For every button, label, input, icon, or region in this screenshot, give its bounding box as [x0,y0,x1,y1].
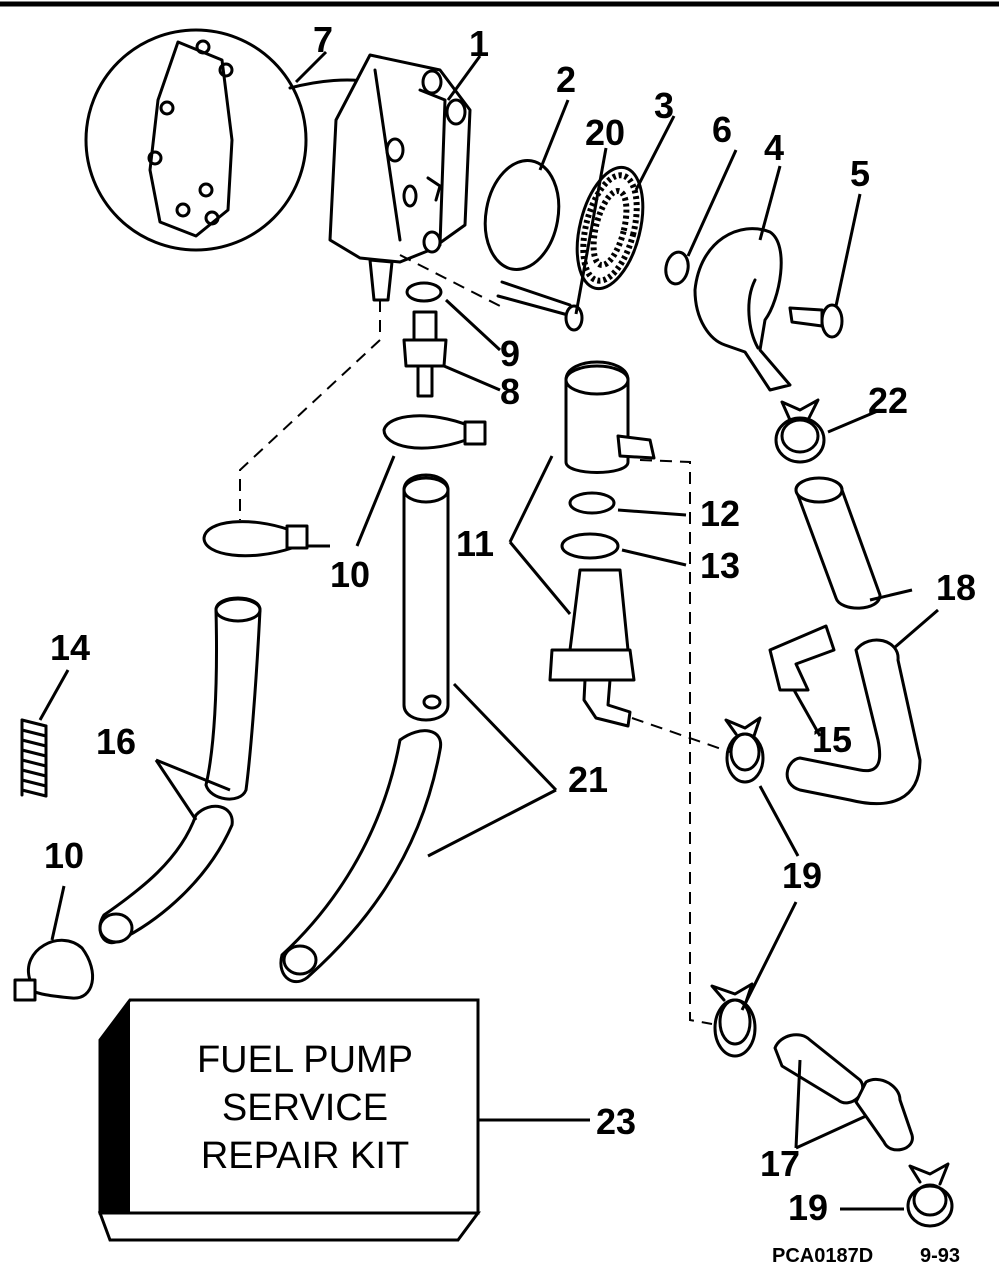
part-17-hose-pieces [773,1033,914,1152]
part-11-filter-assembly [548,360,656,728]
callout-21: 21 [568,759,609,800]
callout-3: 3 [654,85,675,126]
callout-6: 6 [712,109,733,150]
callout-15: 15 [812,719,853,760]
part-15-bracket [768,624,836,692]
part-4-cover [693,227,792,392]
part-10-clamp-bottom-left [13,938,94,1002]
part-19-clamp-lower [710,982,757,1058]
callout-1: 1 [469,23,490,64]
callout-19-lower: 19 [788,1187,829,1228]
callout-23: 23 [596,1101,637,1142]
part-22-clamp [774,398,826,464]
part-12-o-ring [568,491,616,515]
part-7-gasket-inset [84,28,308,252]
callout-19-upper: 19 [782,855,823,896]
callout-leader-lines [38,50,939,1211]
part-20-screw [496,280,584,332]
part-6-small-o-ring [664,250,690,286]
part-14-spring [20,718,48,798]
callout-18: 18 [936,567,977,608]
part-16-hoses [98,596,262,944]
callout-13: 13 [700,545,741,586]
routing-dashed-lines [239,254,731,1025]
figure-date: 9-93 [920,1245,961,1267]
part-19-clamp-bottom [906,1162,954,1228]
callout-11: 11 [456,523,495,564]
callout-5: 5 [850,153,871,194]
part-9-washer [405,281,443,303]
kit-label-line-1: FUEL PUMP [196,1039,414,1081]
callout-22: 22 [868,380,909,421]
callout-12: 12 [700,493,741,534]
part-18-hoses [785,476,922,806]
callout-16: 16 [96,721,137,762]
figure-code: PCA0187D [772,1245,874,1267]
callout-2: 2 [556,59,577,100]
callout-20: 20 [585,112,626,153]
part-21-hoses [279,473,450,984]
callout-17: 17 [760,1143,801,1184]
callout-7: 7 [313,19,334,60]
callout-8: 8 [500,371,521,412]
part-19-clamp-middle [724,716,765,784]
callout-10-lower: 10 [44,835,85,876]
part-13-o-ring [560,532,620,560]
callout-4: 4 [764,127,785,168]
part-2-o-ring [483,158,561,272]
part-10-clamp-upper [382,414,487,450]
callout-9: 9 [500,333,521,374]
part-1-fuel-pump [288,53,472,302]
part-10-clamp-lower [202,520,309,558]
callout-14: 14 [50,627,91,668]
callout-10-upper: 10 [330,554,371,595]
kit-label-line-3: REPAIR KIT [200,1135,410,1177]
part-5-screw [788,303,844,339]
part-8-fitting [402,310,448,398]
kit-label-line-2: SERVICE [221,1087,389,1129]
part-23-repair-kit-box [97,998,481,1242]
